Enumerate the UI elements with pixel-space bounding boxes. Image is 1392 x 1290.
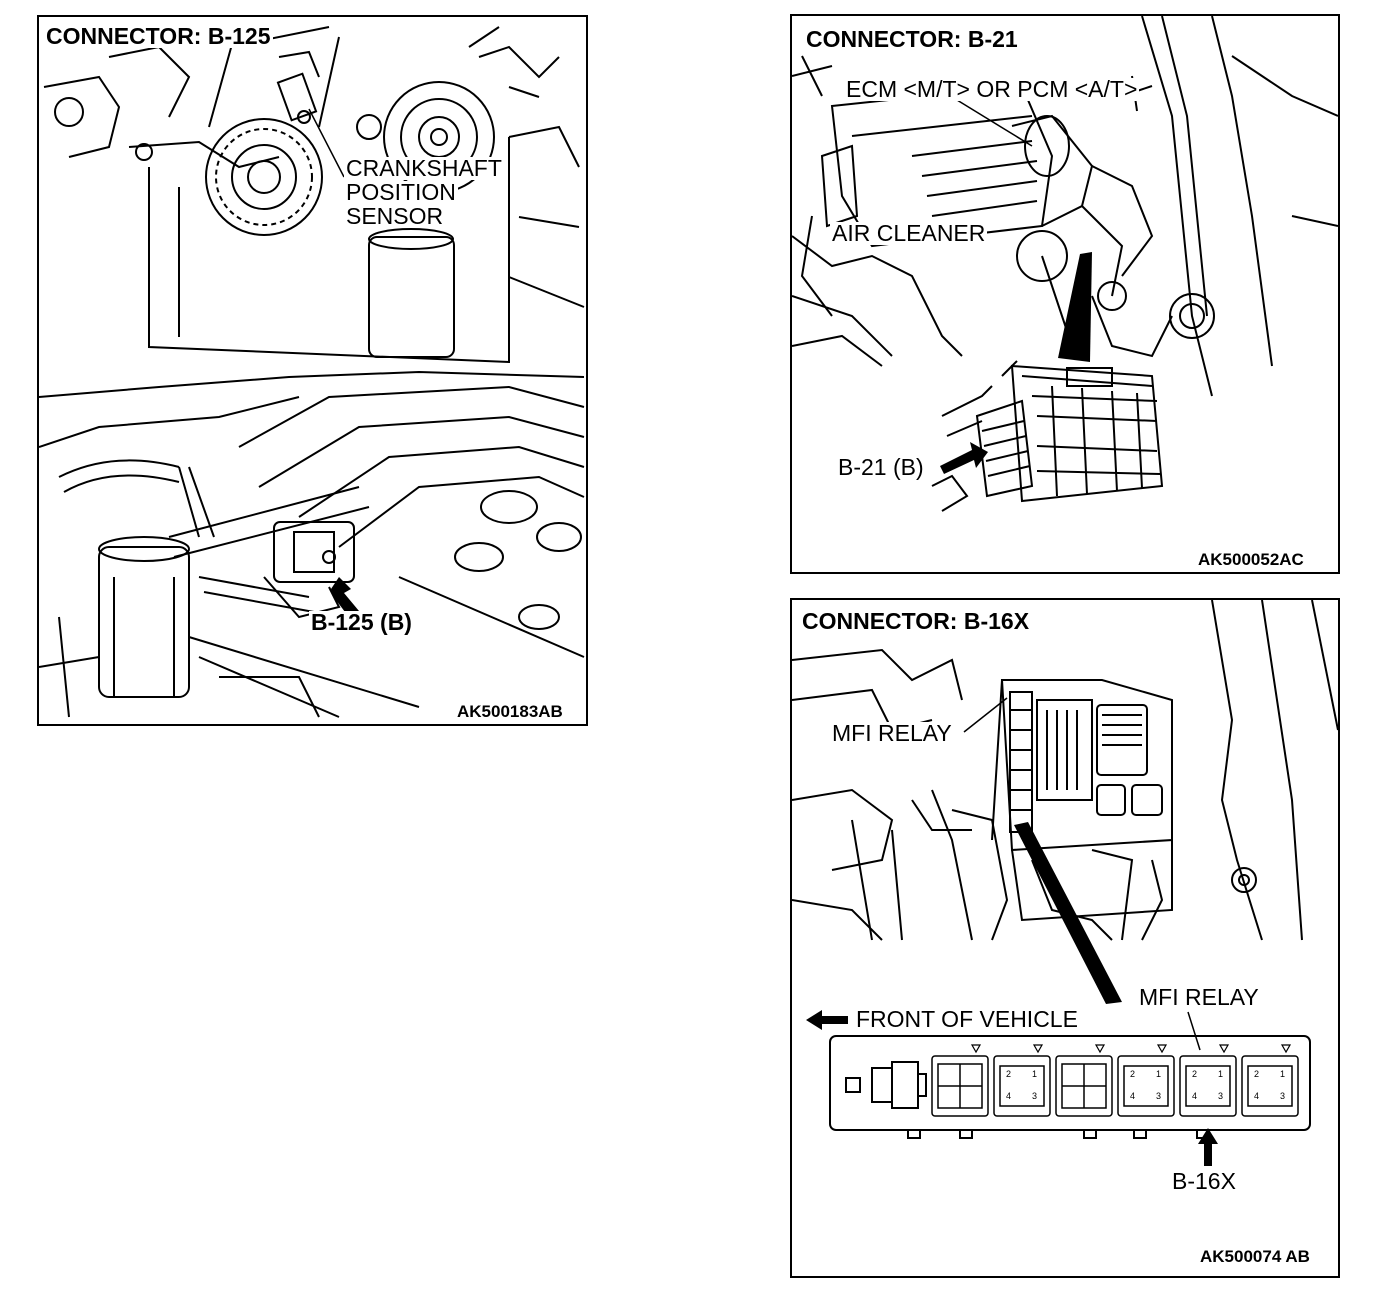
panel-connector-b16x: 2 1 4 3 2 1 4 3 2 1 4 3 2 1 4 3 CONNECTO… bbox=[790, 598, 1340, 1278]
crankshaft-sensor-label-line1: CRANKSHAFT bbox=[344, 155, 504, 181]
b21-title: CONNECTOR: B-21 bbox=[804, 26, 1020, 52]
b21-figure-code: AK500052AC bbox=[1198, 550, 1304, 569]
b16x-engine-illustration bbox=[792, 600, 1338, 1166]
pin-label: 1 bbox=[1032, 1069, 1038, 1079]
pin-label: 1 bbox=[1280, 1069, 1286, 1079]
pin-label: 4 bbox=[1254, 1091, 1260, 1101]
b21-engine-illustration bbox=[792, 16, 1338, 512]
mfi-relay-label-top: MFI RELAY bbox=[830, 720, 954, 746]
ecm-pcm-label: ECM <M/T> OR PCM <A/T> bbox=[844, 76, 1140, 102]
pin-label: 2 bbox=[1006, 1069, 1012, 1079]
pin-label: 3 bbox=[1280, 1091, 1286, 1101]
pin-label: 2 bbox=[1192, 1069, 1198, 1079]
panel-connector-b125: CONNECTOR: B-125 CRANKSHAFT POSITION SEN… bbox=[37, 15, 588, 726]
pin-label: 4 bbox=[1192, 1091, 1198, 1101]
b16x-figure-code: AK500074 AB bbox=[1200, 1247, 1310, 1266]
b125-figure-code: AK500183AB bbox=[457, 702, 563, 721]
pin-label: 2 bbox=[1130, 1069, 1136, 1079]
pin-label: 4 bbox=[1006, 1091, 1012, 1101]
panel-connector-b21: CONNECTOR: B-21 ECM <M/T> OR PCM <A/T> A… bbox=[790, 14, 1340, 574]
pin-label: 2 bbox=[1254, 1069, 1260, 1079]
pin-label: 1 bbox=[1218, 1069, 1224, 1079]
crankshaft-sensor-label-line2: POSITION bbox=[344, 179, 458, 205]
air-cleaner-label: AIR CLEANER bbox=[830, 220, 988, 246]
mfi-relay-label-bottom: MFI RELAY bbox=[1137, 984, 1261, 1010]
b125-title: CONNECTOR: B-125 bbox=[44, 23, 273, 49]
pin-label: 3 bbox=[1156, 1091, 1162, 1101]
pin-label: 3 bbox=[1032, 1091, 1038, 1101]
b125-engine-illustration bbox=[39, 26, 585, 718]
b16x-connector-label: B-16X bbox=[1170, 1168, 1238, 1194]
pin-label: 3 bbox=[1218, 1091, 1224, 1101]
front-of-vehicle-label: FRONT OF VEHICLE bbox=[854, 1006, 1080, 1032]
pin-label: 1 bbox=[1156, 1069, 1162, 1079]
crankshaft-sensor-label-line3: SENSOR bbox=[344, 203, 446, 229]
b125-connector-label: B-125 (B) bbox=[309, 609, 414, 635]
relay-socket-row bbox=[931, 1055, 1299, 1117]
b16x-title: CONNECTOR: B-16X bbox=[800, 608, 1032, 634]
pin-label: 4 bbox=[1130, 1091, 1136, 1101]
b21-connector-label: B-21 (B) bbox=[836, 454, 926, 480]
